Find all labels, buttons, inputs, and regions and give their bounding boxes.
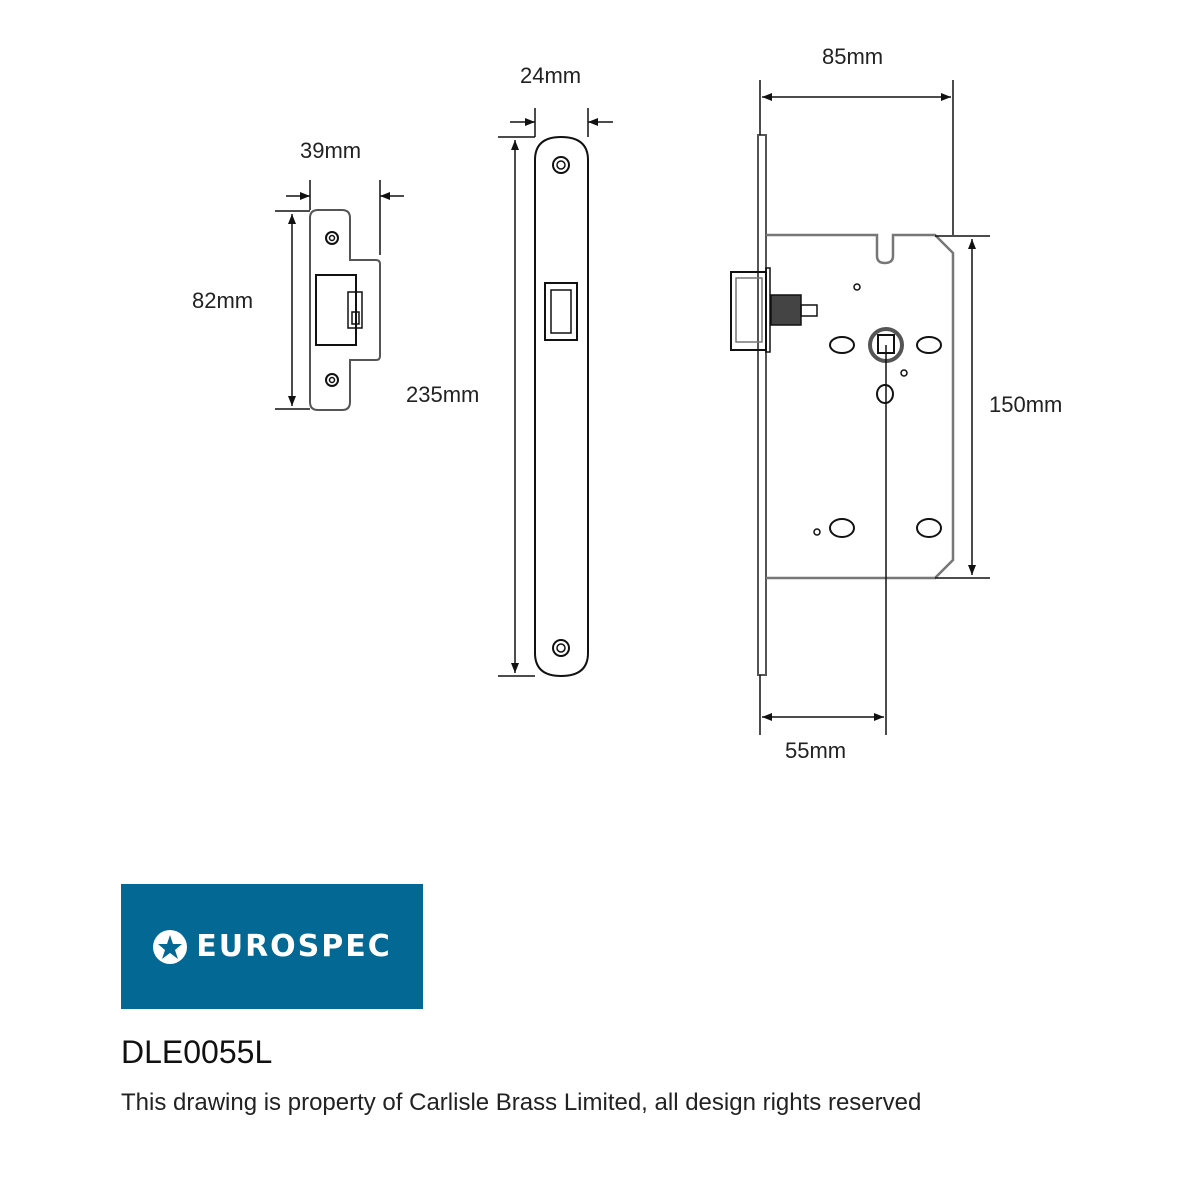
forend-plate: [534, 135, 589, 678]
eurospec-logo: EUROSPEC: [121, 884, 423, 1009]
dim-strike-width: 39mm: [300, 138, 361, 163]
copyright-note: This drawing is property of Carlisle Bra…: [121, 1089, 922, 1116]
dim-forend-height: 235mm: [406, 382, 479, 407]
product-code: DLE0055L: [121, 1034, 273, 1070]
dim-strike-height: 82mm: [192, 288, 253, 313]
star-circle-icon: [153, 929, 188, 964]
technical-drawing: 39mm 82mm 24mm 235mm 85mm 150mm 55mm: [192, 44, 1062, 763]
lock-body: [730, 134, 955, 676]
logo-text: EUROSPEC: [196, 929, 392, 964]
dim-case-width: 85mm: [822, 44, 883, 69]
strike-plate: [309, 209, 381, 411]
dim-forend-width: 24mm: [520, 63, 581, 88]
dim-backset: 55mm: [785, 738, 846, 763]
dim-case-height: 150mm: [989, 392, 1062, 417]
